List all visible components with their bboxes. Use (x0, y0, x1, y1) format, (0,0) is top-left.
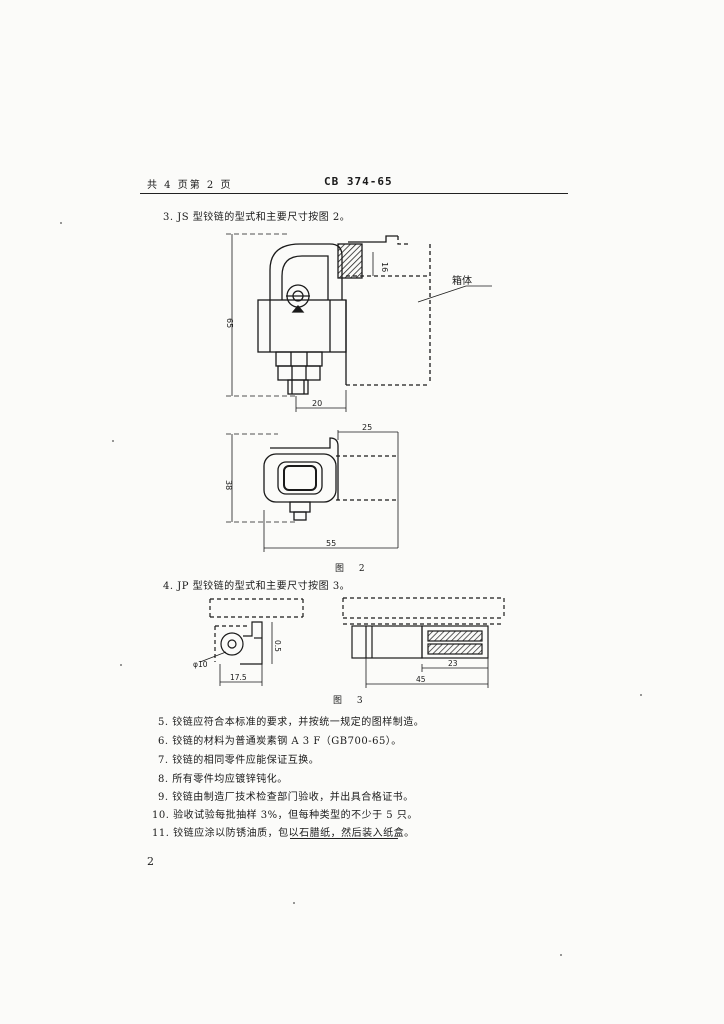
label-box-body: 箱体 (452, 274, 472, 287)
figure-3-caption: 图 3 (333, 696, 369, 706)
clause-9: 9. 铰链由制造厂技术检查部门验收，并出具合格证书。 (158, 792, 414, 803)
section-4-text: 4. JP 型铰链的型式和主要尺寸按图 3。 (163, 581, 351, 592)
figure-2-caption: 图 2 (335, 564, 371, 574)
end-rule (290, 838, 398, 839)
scan-speck (293, 902, 295, 904)
dim-17-5: 17.5 (230, 673, 247, 682)
section-3-text: 3. JS 型铰链的型式和主要尺寸按图 2。 (163, 212, 351, 223)
scan-speck (120, 664, 122, 666)
page-count-header: 共 4 页第 2 页 (147, 180, 233, 191)
scan-speck (560, 954, 562, 956)
clause-5: 5. 铰链应符合本标准的要求，并按统一规定的图样制造。 (158, 717, 425, 728)
dim-0-5: 0.5 (273, 640, 282, 652)
figure-3-left-view (199, 598, 304, 686)
dim-45: 45 (416, 675, 426, 684)
header-rule (140, 193, 568, 194)
dim-23: 23 (448, 659, 458, 668)
dim-16: 16 (380, 262, 389, 272)
dim-55: 55 (326, 539, 336, 548)
standard-number: CB 374-65 (324, 175, 393, 188)
figure-2-top-view (226, 233, 492, 412)
scan-speck (640, 694, 642, 696)
dim-65: 65 (225, 318, 234, 328)
figure-3-right-view (342, 597, 505, 688)
clause-11: 11. 铰链应涂以防锈油质，包以石腊纸，然后装入纸盒。 (152, 828, 415, 839)
clause-10: 10. 验收试验每批抽样 3%，但每种类型的不少于 5 只。 (152, 810, 418, 821)
scan-speck (60, 222, 62, 224)
dim-20: 20 (312, 399, 322, 408)
clause-8: 8. 所有零件均应镀锌钝化。 (158, 774, 288, 785)
scan-speck (112, 440, 114, 442)
clause-6: 6. 铰链的材料为普通炭素钢 A 3 F（GB700-65）。 (158, 736, 402, 747)
dim-38: 38 (224, 480, 233, 490)
page-number: 2 (147, 855, 154, 868)
dim-phi-10: φ10 (193, 660, 208, 669)
figure-2-side-view (226, 430, 399, 552)
dim-25: 25 (362, 423, 372, 432)
clause-7: 7. 铰链的相同零件应能保证互换。 (158, 755, 320, 766)
